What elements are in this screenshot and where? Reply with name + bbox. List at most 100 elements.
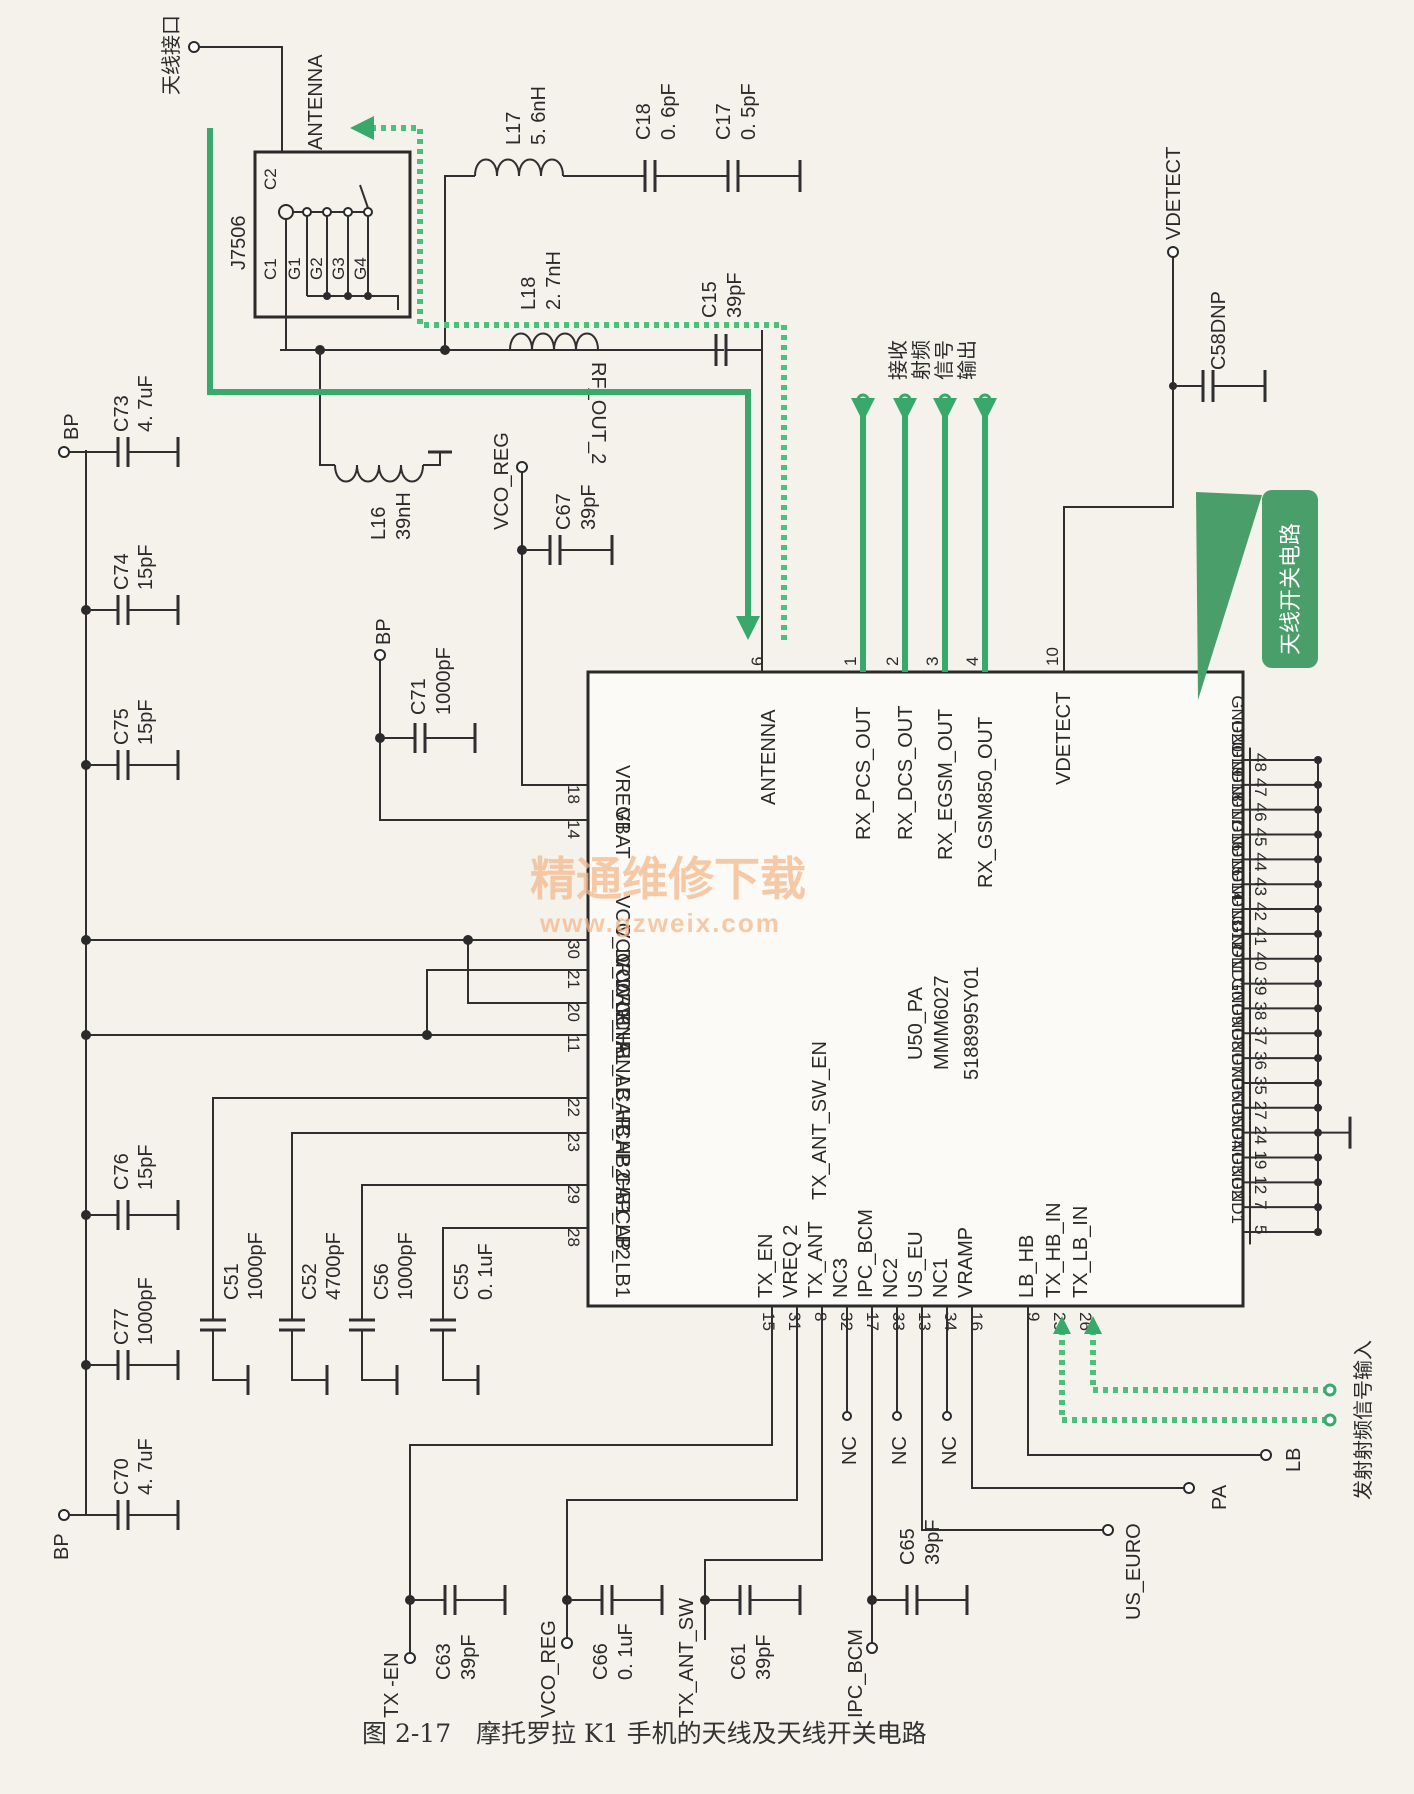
pin-label-vreg1: VREG1 [611, 765, 633, 833]
net-pa: PA [1209, 1484, 1231, 1510]
gnd-pin-label: GND10 [1228, 944, 1247, 1001]
gnd-pin-number: 12 [1251, 1175, 1270, 1194]
left-junctions [375, 545, 527, 1040]
gnd-pin-number: 35 [1251, 1076, 1270, 1095]
pin-label-rx-egsm-out: RX_EGSM_OUT [935, 709, 957, 860]
conn-pin-c2: C2 [261, 168, 280, 190]
gnd-pin-number: 40 [1251, 952, 1270, 971]
ic-bottom-pin-numbers: 15 31 8 32 17 33 13 34 16 9 25 26 [759, 1312, 1095, 1331]
val-c75: 15pF [135, 699, 157, 745]
val-c55: 0. 1uF [475, 1243, 497, 1300]
gnd-pin-number: 45 [1251, 828, 1270, 847]
gnd-pin-number: 47 [1251, 778, 1270, 797]
vdetect-net: VDETECT C58DNP [1163, 147, 1267, 402]
net-tx-en: TX -EN [381, 1652, 403, 1718]
net-nc2: NC [889, 1436, 911, 1465]
watermark: 精通维修下载 www.gzweix.com [530, 852, 806, 938]
net-us-euro: US_EURO [1123, 1523, 1145, 1620]
pin-label-vreq2: VREQ 2 [780, 1225, 802, 1298]
ref-c15: C15 [699, 281, 721, 318]
pin-number: 9 [1024, 1312, 1043, 1321]
ref-c17: C17 [713, 103, 735, 140]
pin-number: 1 [841, 657, 860, 666]
val-c63: 39pF [458, 1634, 480, 1680]
pin-label-nc1: NC1 [930, 1258, 952, 1298]
antenna-port-label: 天线接口 [159, 15, 183, 95]
gnd-pin-label: GND19 [1228, 720, 1247, 777]
ref-c51: C51 [221, 1263, 243, 1300]
pin-label-ipc-bcm: IPC_BCM [855, 1209, 877, 1298]
ic-code: 5188995Y01 [961, 967, 983, 1080]
pin-number: 23 [564, 1133, 583, 1152]
gnd-pin-number: 19 [1251, 1150, 1270, 1169]
bp-rail: BP BP [51, 413, 91, 1560]
gnd-pin-label: GND4 [1228, 1102, 1247, 1149]
ic-body [586, 670, 1245, 1308]
ref-c76: C76 [111, 1153, 133, 1190]
pin-number: 11 [564, 1035, 583, 1053]
pin-label-rx-gsm850-out: RX_GSM850_OUT [975, 717, 997, 888]
callout-box [1262, 490, 1318, 668]
conn-pin-g3: G3 [329, 257, 348, 280]
pin-label-vbat: VBAT [611, 808, 633, 859]
ref-c18: C18 [633, 103, 655, 140]
pin-number: 10 [1043, 647, 1062, 666]
val-c65: 39pF [922, 1519, 944, 1565]
pin-label-tx-lb-in: TX_LB_IN [1070, 1206, 1092, 1298]
pin-number: 20 [564, 1003, 583, 1022]
net-bp-top: BP [61, 413, 83, 440]
callout-antenna-switch: 天线开关电路 [1196, 490, 1318, 700]
val-c67: 39pF [578, 484, 600, 530]
tx-input-annotation: 发射射频信号输入 [1351, 1340, 1375, 1500]
rx-annot-3: 信号 [932, 340, 956, 380]
ref-c58dnp: C58DNP [1208, 291, 1230, 370]
rx-annot-1: 接收 [886, 340, 910, 380]
ref-c52: C52 [299, 1263, 321, 1300]
gnd-pin-label: GND15 [1228, 820, 1247, 877]
pin-number: 34 [941, 1312, 960, 1331]
pin-label-vcc-drv-lb: VCC_DRV_LB [611, 895, 633, 1026]
ref-c63: C63 [433, 1643, 455, 1680]
pin-label-rx-dcs-out: RX_DCS_OUT [895, 706, 917, 840]
conn-pin-g1: G1 [285, 257, 304, 280]
net-bp-c71: BP [373, 618, 395, 645]
pin-number: 15 [759, 1312, 778, 1331]
net-vco-reg-bottom: VCO_REG [538, 1620, 560, 1718]
bottom-caps: TX -EN C63 39pF VCO_REG C66 0. 1uF TX_AN… [381, 1519, 969, 1718]
pin-label-vcc-final-hb: VCC_FINAL_HB [611, 988, 633, 1137]
net-tx-ant-sw: TX_ANT_SW [676, 1598, 698, 1718]
gnd-pin-number: 27 [1251, 1101, 1270, 1120]
pin-label-vcc-drv-hb: VCC_DRV_HB [611, 925, 633, 1059]
figure-caption: 图 2-17 摩托罗拉 K1 手机的天线及天线开关电路 [362, 1719, 927, 1748]
gnd-pin-label: GND7 [1228, 1028, 1247, 1075]
pin-number: 22 [564, 1098, 583, 1117]
pin-number: 30 [564, 940, 583, 959]
ref-c61: C61 [728, 1643, 750, 1680]
ref-c71: C71 [408, 678, 430, 715]
val-c74: 15pF [135, 544, 157, 590]
rx-annot-2: 射频 [909, 340, 933, 380]
pin-number: 16 [967, 1312, 986, 1331]
gnd-pin-number: 41 [1251, 927, 1270, 946]
ic-u50-pa: U50_PA MMM6027 5188995Y01 [586, 670, 1245, 1308]
rx-output-annotation: 接收 射频 信号 输出 [886, 340, 979, 380]
val-c15: 39pF [724, 272, 746, 318]
gnd-pin-label: GND17 [1228, 770, 1247, 827]
ic-left-pins: 18 VREG1 14 VBAT 30 VCC_DRV_LB 21 VCC_DR… [86, 470, 633, 1320]
gnd-pin-label: GND9 [1228, 978, 1247, 1025]
net-lb: LB [1283, 1448, 1305, 1472]
ref-c66: C66 [590, 1643, 612, 1680]
ic-part: MMM6027 [931, 976, 953, 1070]
pin-label-tx-ant-sw-en: TX_ANT_SW_EN [809, 1041, 831, 1200]
connector-ref: J7506 [228, 216, 250, 271]
val-c70: 4. 7uF [135, 1438, 157, 1495]
val-c51: 1000pF [245, 1232, 267, 1300]
pin-label-vramp: VRAMP [955, 1227, 977, 1298]
pin-number: 4 [963, 657, 982, 666]
pin-label-tx-hb-in: TX_HB_IN [1043, 1202, 1065, 1298]
gnd-pin-label: GND14 [1228, 844, 1247, 901]
net-rf-out-2: RF_OUT_2 [587, 362, 609, 464]
pin-label-vcc-final-lb: VCC_FINAL_LB [611, 955, 633, 1101]
pin-label-cap-lb2: CAP_LB2 [611, 1172, 633, 1260]
val-c56: 1000pF [395, 1232, 417, 1300]
